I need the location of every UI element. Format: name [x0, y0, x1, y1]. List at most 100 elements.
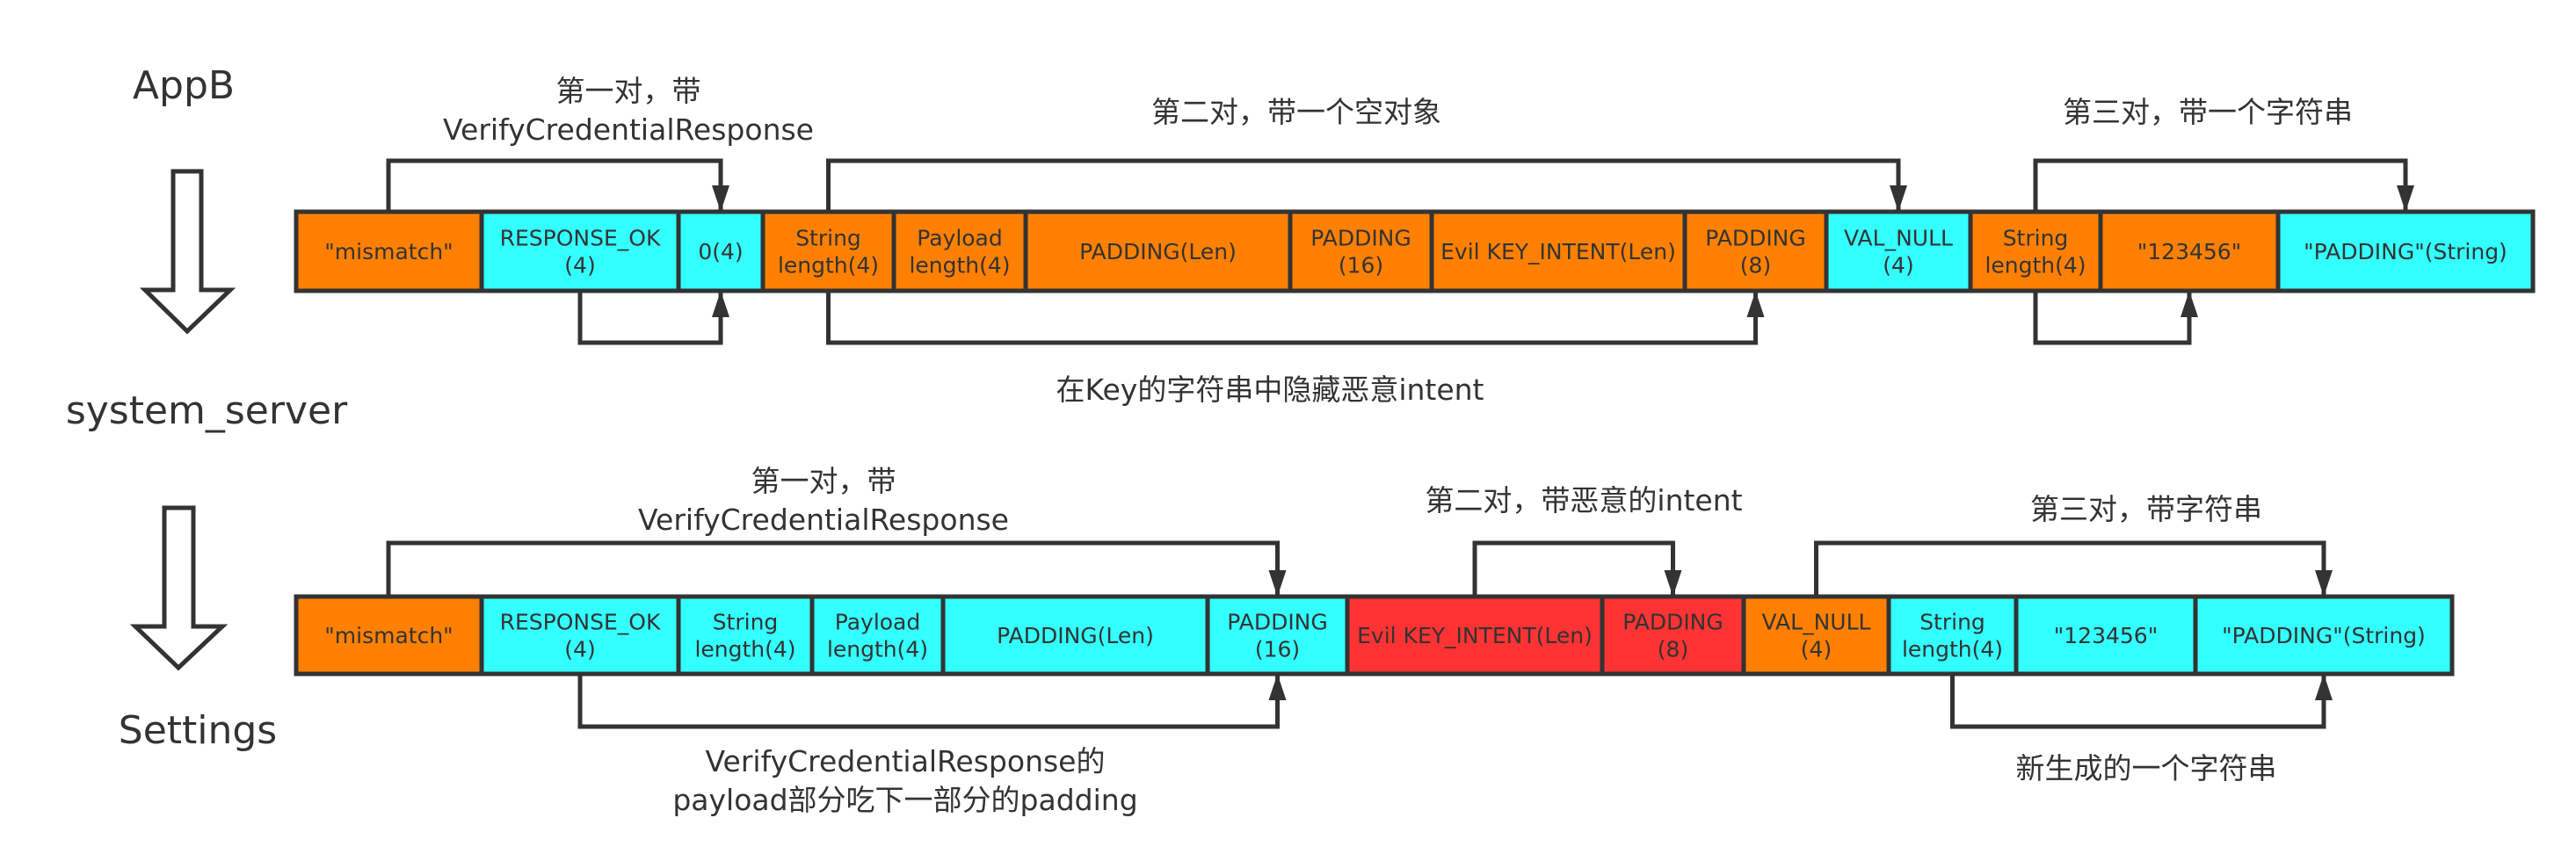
down-arrow-icon	[139, 169, 236, 335]
field-cell-box	[479, 594, 681, 677]
field-cell-box	[1824, 209, 1973, 293]
field-cell-label: String	[713, 610, 779, 635]
field-cell-label: "PADDING"(String)	[2222, 623, 2426, 648]
field-cell-123456: "123456"	[2014, 594, 2198, 677]
stage-label-appb: AppB	[133, 63, 235, 108]
field-cell-val-null-4: VAL_NULL(4)	[1824, 209, 1973, 293]
field-cell-response-ok-4: RESPONSE_OK(4)	[479, 209, 681, 293]
connector-arrowhead-icon	[1268, 570, 1287, 597]
row-appb-parcel: "mismatch"RESPONSE_OK(4)0(4)Stringlength…	[294, 209, 2536, 293]
field-cell-label: PADDING	[1705, 226, 1806, 251]
field-cell-evil-key-intent-len: Evil KEY_INTENT(Len)	[1345, 594, 1605, 677]
field-cell-label: (4)	[564, 253, 595, 279]
stage-label-settings: Settings	[119, 708, 277, 753]
field-cell-label: PADDING(Len)	[1079, 239, 1237, 264]
field-cell-0-4: 0(4)	[676, 209, 766, 293]
connector-arrowhead-icon	[2397, 185, 2414, 212]
field-cell-label: (4)	[1883, 253, 1913, 279]
field-cell-label: VAL_NULL	[1844, 226, 1953, 251]
annotation-pair3-top: 第三对，带字符串	[2030, 492, 2262, 526]
field-cell-box	[2014, 594, 2198, 677]
field-cell-label: (4)	[564, 637, 595, 662]
field-cell-label: (4)	[1801, 637, 1832, 662]
field-cell-label: PADDING	[1622, 610, 1723, 635]
connector-arrowhead-icon	[2315, 570, 2333, 597]
pair-connector-line	[577, 291, 723, 345]
field-cell-label: "PADDING"(String)	[2304, 239, 2507, 264]
connector-arrowhead-icon	[1664, 570, 1682, 597]
field-cell-label: Evil KEY_INTENT(Len)	[1440, 239, 1676, 264]
connector-arrowhead-icon	[2181, 291, 2198, 317]
field-cell-label: String	[2003, 226, 2069, 251]
field-cell-box	[1741, 594, 1891, 677]
annotation-pair1-bottom: payload部分吃下一部分的padding	[672, 783, 1137, 817]
field-cell-label: "mismatch"	[324, 239, 453, 264]
annotation-pair3-bottom: 新生成的一个字符串	[2016, 751, 2277, 785]
field-cell-label: String	[795, 226, 861, 251]
field-cell-padding-len: PADDING(Len)	[1023, 209, 1293, 293]
pair-connector-line	[386, 540, 1280, 597]
pair-connector-line	[2033, 158, 2408, 212]
field-cell-label: (8)	[1658, 637, 1688, 662]
field-cell-box	[940, 594, 1210, 677]
field-cell-box	[1345, 594, 1605, 677]
pair-connector-line	[1950, 674, 2326, 729]
field-cell-box	[676, 594, 815, 677]
down-arrow-icon	[129, 505, 229, 671]
field-cell-box	[294, 209, 484, 293]
annotation-pair2-bottom: 在Key的字符串中隐藏恶意intent	[1056, 373, 1484, 407]
field-cell-label: Payload	[917, 226, 1003, 251]
field-cell-label: Evil KEY_INTENT(Len)	[1357, 623, 1593, 648]
field-cell-evil-key-intent-len: Evil KEY_INTENT(Len)	[1429, 209, 1687, 293]
pair-connector-line	[1814, 540, 2326, 597]
connector-arrowhead-icon	[712, 185, 729, 212]
field-cell-box	[479, 209, 681, 293]
pair-connector-line	[2033, 291, 2192, 345]
pair-connectors	[386, 158, 2414, 729]
field-cell-padding-string: "PADDING"(String)	[2275, 209, 2536, 293]
field-cell-padding-string: "PADDING"(String)	[2193, 594, 2455, 677]
field-cell-box	[760, 209, 896, 293]
annotation-pair2-top: 第二对，带一个空对象	[1151, 95, 1441, 129]
field-cell-label: "123456"	[2137, 239, 2241, 264]
field-cell-padding-8: PADDING(8)	[1682, 209, 1829, 293]
field-cell-response-ok-4: RESPONSE_OK(4)	[479, 594, 681, 677]
field-cell-label: length(4)	[778, 253, 879, 279]
field-cell-label: length(4)	[1902, 637, 2003, 662]
field-cell-val-null-4: VAL_NULL(4)	[1741, 594, 1891, 677]
field-cell-box	[1682, 209, 1829, 293]
field-cell-padding-8: PADDING(8)	[1600, 594, 1746, 677]
connector-arrowhead-icon	[712, 291, 729, 317]
pair-connector-line	[1472, 540, 1675, 597]
field-cell-box	[1023, 209, 1293, 293]
connector-arrowhead-icon	[1890, 185, 1907, 212]
annotation-pair1-bottom: VerifyCredentialResponse的	[706, 744, 1106, 778]
field-cell-box	[2275, 209, 2536, 293]
field-cell-label: length(4)	[1985, 253, 2086, 279]
field-cell-label: RESPONSE_OK	[500, 226, 661, 251]
field-cell-label: String	[1919, 610, 1985, 635]
field-cell-box	[891, 209, 1028, 293]
field-cell-label: PADDING	[1227, 610, 1328, 635]
field-cell-label: (16)	[1339, 253, 1383, 279]
row-settings-parcel: "mismatch"RESPONSE_OK(4)Stringlength(4)P…	[294, 594, 2455, 677]
field-cell-label: length(4)	[827, 637, 928, 662]
stage-label-system-server: system_server	[66, 388, 348, 433]
field-cell-label: RESPONSE_OK	[500, 610, 661, 635]
field-cell-box	[294, 594, 484, 677]
field-cell-box	[1288, 209, 1434, 293]
connector-arrowhead-icon	[1746, 291, 1765, 317]
connector-arrowhead-icon	[2315, 674, 2333, 700]
field-cell-label: length(4)	[694, 637, 795, 662]
annotation-pair1-top: VerifyCredentialResponse	[443, 112, 814, 147]
field-cell-123456: "123456"	[2098, 209, 2281, 293]
field-cell-label: (8)	[1740, 253, 1771, 279]
field-cell-label: 0(4)	[698, 239, 743, 264]
